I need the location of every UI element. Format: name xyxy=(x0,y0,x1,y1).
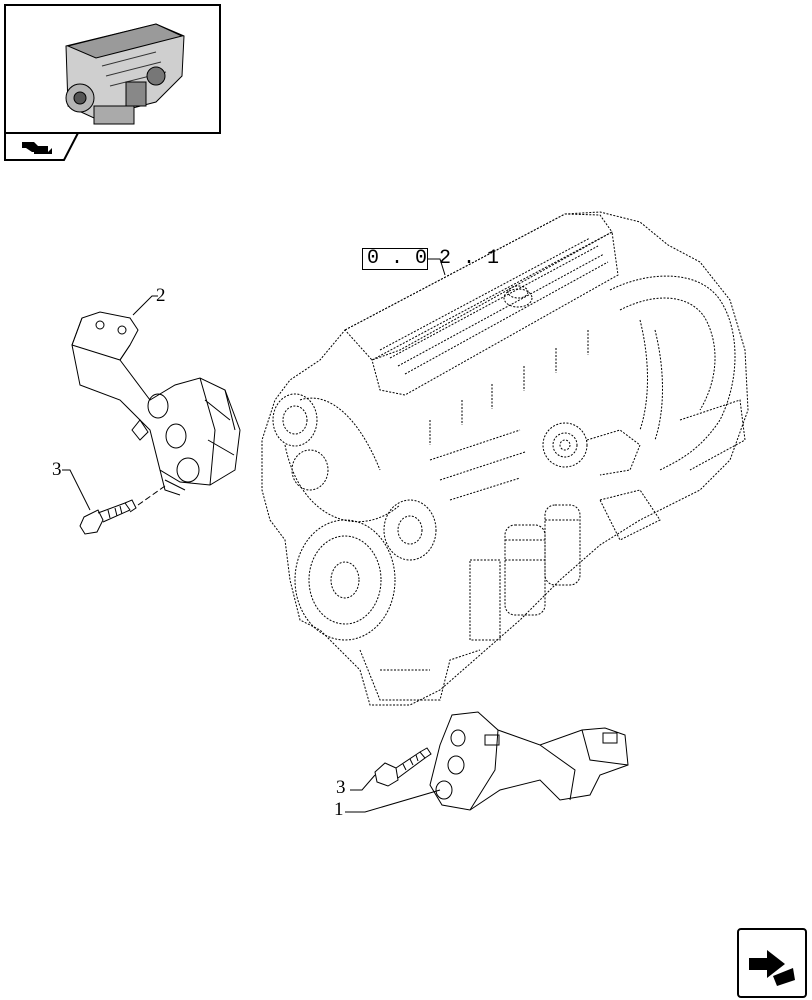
next-page-arrow-icon xyxy=(737,928,807,998)
book-tab-icon xyxy=(4,132,80,161)
callout-1: 1 xyxy=(334,799,344,820)
bolt-part-3-upper xyxy=(79,485,166,535)
engine-thumbnail-icon xyxy=(65,23,185,125)
engine-assembly xyxy=(261,211,749,706)
bolt-part-3-lower xyxy=(374,747,432,787)
callout-2: 2 xyxy=(156,285,166,306)
callout-3-upper: 3 xyxy=(52,459,62,480)
engine-thumbnail[interactable] xyxy=(4,4,221,134)
next-page-button[interactable] xyxy=(737,928,807,998)
bracket-part-1 xyxy=(429,711,629,811)
book-tab[interactable] xyxy=(4,132,80,162)
leader-lines xyxy=(62,258,446,813)
bracket-part-2 xyxy=(71,311,241,496)
reference-label[interactable]: 0 . 0 2 . 1 xyxy=(367,247,500,270)
reference-box[interactable] xyxy=(362,248,428,270)
callout-3-lower: 3 xyxy=(336,777,346,798)
